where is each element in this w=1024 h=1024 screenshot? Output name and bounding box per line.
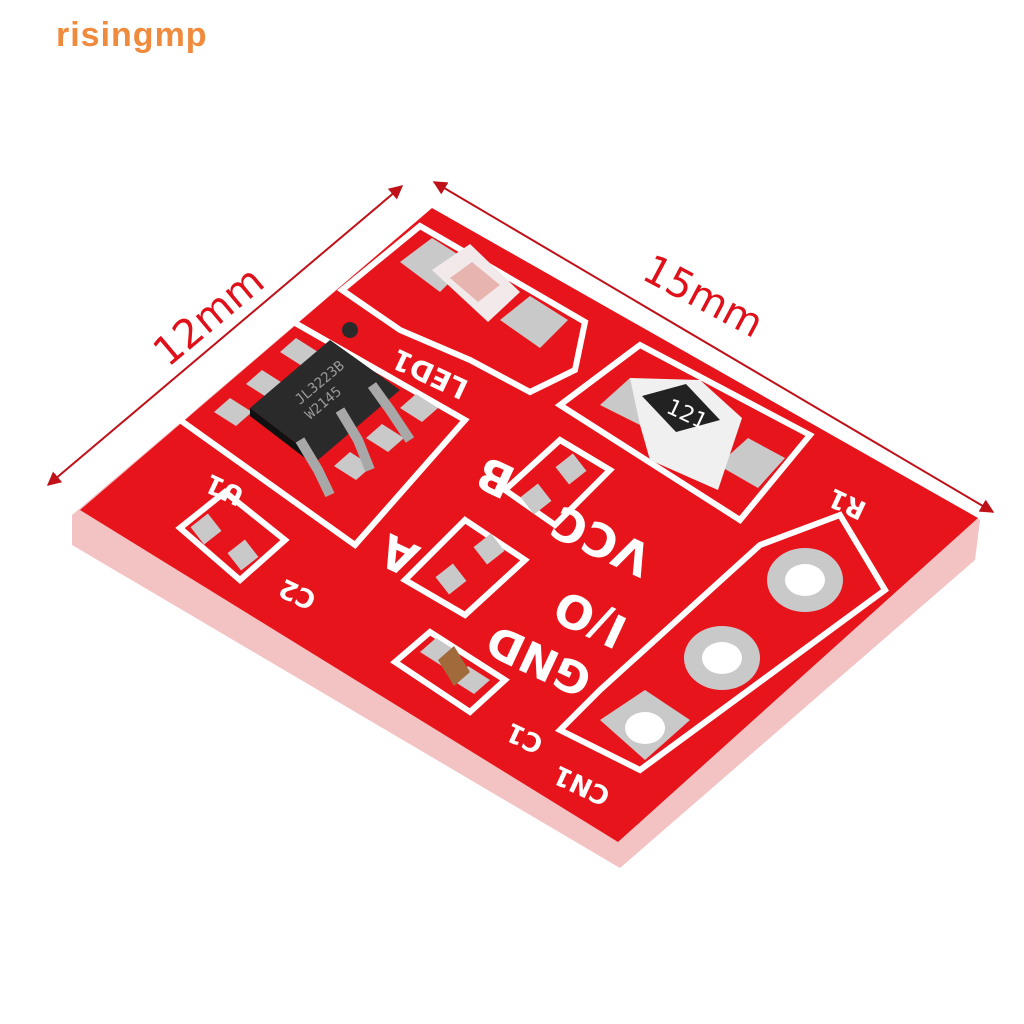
width-dimension-label: 15mm — [635, 246, 770, 347]
capacitor-c1 — [420, 638, 490, 694]
width-dimension-line — [432, 181, 995, 513]
brand-watermark: risingmp — [56, 16, 208, 54]
height-dimension-label: 12mm — [145, 258, 273, 376]
connector-cn1 — [600, 548, 843, 760]
height-dimension-line — [46, 185, 404, 486]
